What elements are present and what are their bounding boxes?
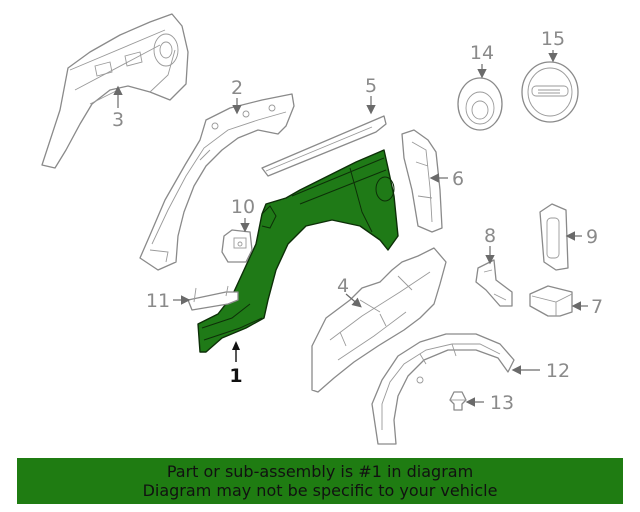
parts-diagram: 1 2 3 4 5 6 7 8 9 10 11 12 13 14 15	[41, 13, 603, 445]
part-12-wheelhouse-liner[interactable]	[371, 333, 515, 445]
part-6-pillar-reinforcement[interactable]	[401, 129, 443, 233]
callout-labels: 1 2 3 4 5 6 7 8 9 10 11 12 13 14 15	[112, 28, 603, 414]
part-8-bracket[interactable]	[475, 259, 513, 307]
callout-15: 15	[541, 28, 565, 50]
part-4-liner-panel[interactable]	[311, 247, 447, 393]
part-9-pocket-panel[interactable]	[539, 203, 569, 271]
callout-9: 9	[586, 226, 598, 248]
callout-1: 1	[229, 365, 242, 387]
callout-14: 14	[470, 42, 494, 64]
callout-8: 8	[484, 225, 496, 247]
part-15-fuel-door[interactable]	[521, 61, 579, 123]
callout-5: 5	[365, 75, 377, 97]
callout-3: 3	[112, 109, 124, 131]
callout-4: 4	[337, 275, 349, 297]
part-7-box-bracket[interactable]	[529, 285, 573, 317]
fitment-banner: Part or sub-assembly is #1 in diagram Di…	[17, 458, 623, 504]
part-2-wheel-arch-panel[interactable]	[139, 93, 295, 271]
banner-line-2: Diagram may not be specific to your vehi…	[142, 481, 498, 500]
part-11-bar-bracket[interactable]	[187, 285, 239, 311]
part-13-push-clip[interactable]	[449, 391, 467, 411]
part-14-fuel-housing[interactable]	[457, 77, 503, 131]
part-5-drip-rail[interactable]	[261, 115, 387, 177]
callout-7: 7	[591, 296, 603, 318]
part-10-bracket[interactable]	[221, 229, 253, 263]
callout-11: 11	[146, 290, 170, 312]
callout-6: 6	[452, 168, 464, 190]
callout-10: 10	[231, 196, 255, 218]
callout-12: 12	[546, 360, 570, 382]
banner-line-1: Part or sub-assembly is #1 in diagram	[166, 462, 474, 481]
callout-13: 13	[490, 392, 514, 414]
leader-lines	[113, 50, 588, 407]
part-3-wheelhouse-panel[interactable]	[41, 13, 189, 169]
callout-2: 2	[231, 77, 243, 99]
part-1-quarter-panel[interactable]	[197, 149, 399, 353]
